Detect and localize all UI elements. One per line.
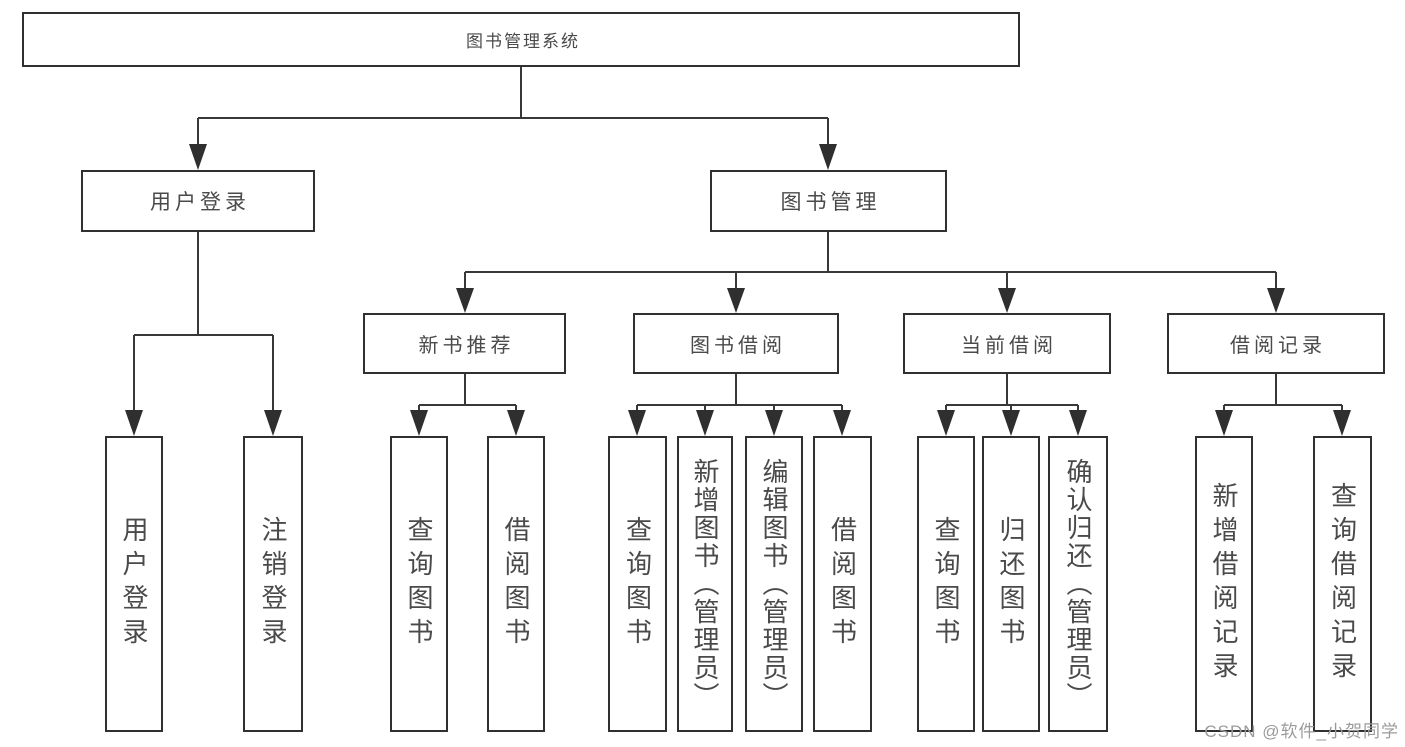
node-user-login-label: 用户登录: [150, 191, 250, 214]
leaf-confirm-return-admin: 确认归还（管理员）: [1048, 436, 1108, 732]
leaf-query-books-recommend: 查询图书: [390, 436, 448, 732]
node-root: 图书管理系统: [22, 12, 1020, 67]
leaf-logout-login-label: 注销登录: [258, 516, 288, 652]
leaf-borrow-books-recommend-label: 借阅图书: [501, 516, 531, 652]
node-current-borrow: 当前借阅: [903, 313, 1111, 374]
node-new-book-recommend: 新书推荐: [363, 313, 566, 374]
leaf-query-books-borrow: 查询图书: [608, 436, 667, 732]
node-book-borrow: 图书借阅: [633, 313, 839, 374]
leaf-user-login-label: 用户登录: [119, 516, 149, 652]
leaf-query-borrow-record: 查询借阅记录: [1313, 436, 1372, 732]
node-new-book-recommend-label: 新书推荐: [418, 335, 515, 357]
node-root-label: 图书管理系统: [466, 32, 580, 51]
leaf-query-borrow-record-label: 查询借阅记录: [1327, 482, 1358, 686]
leaf-confirm-return-admin-label: 确认归还（管理员）: [1063, 458, 1093, 710]
leaf-add-borrow-record-label: 新增借阅记录: [1209, 482, 1239, 686]
leaf-add-book-admin: 新增图书（管理员）: [677, 436, 733, 732]
leaf-user-login: 用户登录: [105, 436, 163, 732]
leaf-borrow-books-label: 借阅图书: [827, 516, 858, 652]
node-current-borrow-label: 当前借阅: [961, 335, 1057, 357]
leaf-query-books-current-label: 查询图书: [931, 516, 961, 652]
leaf-add-book-admin-label: 新增图书（管理员）: [690, 458, 720, 710]
leaf-logout-login: 注销登录: [243, 436, 303, 732]
node-borrow-records-label: 借阅记录: [1230, 335, 1326, 357]
leaf-edit-book-admin-label: 编辑图书（管理员）: [759, 458, 789, 710]
leaf-return-books: 归还图书: [982, 436, 1040, 732]
node-book-management: 图书管理: [710, 170, 947, 232]
leaf-borrow-books-recommend: 借阅图书: [487, 436, 545, 732]
watermark: CSDN @软件_小贺同学: [1204, 722, 1399, 741]
leaf-query-books-recommend-label: 查询图书: [404, 516, 434, 652]
node-user-login: 用户登录: [81, 170, 315, 232]
leaf-edit-book-admin: 编辑图书（管理员）: [745, 436, 803, 732]
leaf-borrow-books: 借阅图书: [813, 436, 872, 732]
leaf-return-books-label: 归还图书: [996, 516, 1026, 652]
node-borrow-records: 借阅记录: [1167, 313, 1385, 374]
node-book-borrow-label: 图书借阅: [690, 335, 786, 357]
node-book-management-label: 图书管理: [780, 191, 881, 214]
leaf-query-books-current: 查询图书: [917, 436, 975, 732]
leaf-add-borrow-record: 新增借阅记录: [1195, 436, 1253, 732]
leaf-query-books-borrow-label: 查询图书: [622, 516, 653, 652]
